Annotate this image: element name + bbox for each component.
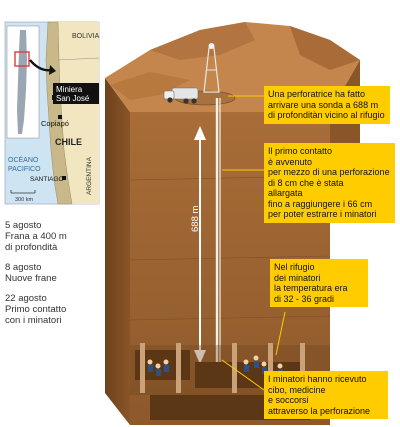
map-label-argentina: ARGENTINA	[86, 156, 93, 195]
timeline-entry: 5 agosto Frana a 400 m di profondità	[5, 220, 105, 253]
timeline-date: 5 agosto	[5, 220, 42, 231]
timeline-date: 22 agosto	[5, 293, 47, 304]
ground-cross-section	[105, 22, 360, 425]
note-probe: Una perforatrice ha fatto arrivare una s…	[264, 86, 390, 124]
timeline-entry: 22 agosto Primo contatto con i minatori	[5, 293, 105, 326]
map-label-ocean-line2: PACIFICO	[8, 166, 41, 173]
map-label-copiapo: Copiapó	[41, 119, 69, 128]
map-scale-label: 300 km	[15, 197, 33, 203]
map-label-mine-line1: Miniera	[56, 85, 83, 94]
timeline-text: Primo contatto	[5, 304, 67, 315]
map-label-bolivia: BOLIVIA	[72, 33, 100, 40]
miners-group-left	[147, 359, 169, 376]
note-shelter-temperature: Nel rifugio dei minatori la temperatura …	[270, 259, 368, 307]
timeline-text: con i minatori	[5, 315, 62, 326]
timeline: 5 agosto Frana a 400 m di profondità 8 a…	[5, 220, 105, 335]
timeline-date: 8 agosto	[5, 262, 42, 273]
note-supplies: I minatori hanno ricevuto cibo, medicine…	[264, 371, 388, 419]
depth-label: 688 m	[190, 206, 201, 232]
map-label-santiago: SANTIAGO	[30, 176, 64, 183]
depth-label-text: 688 m	[190, 205, 201, 232]
timeline-text: di profondità	[5, 242, 58, 253]
map-label-ocean-line1: OCÉANO	[8, 155, 39, 164]
timeline-entry: 8 agosto Nuove frane	[5, 262, 105, 284]
timeline-text: Nuove frane	[5, 273, 57, 284]
location-map: BOLIVIA Miniera San José Copiapó CHILE O…	[4, 21, 100, 205]
timeline-text: Frana a 400 m	[5, 231, 67, 242]
map-label-chile: CHILE	[55, 137, 82, 147]
map-label-mine-line2: San José	[56, 94, 90, 103]
note-first-contact: Il primo contatto è avvenuto per mezzo d…	[264, 143, 395, 223]
